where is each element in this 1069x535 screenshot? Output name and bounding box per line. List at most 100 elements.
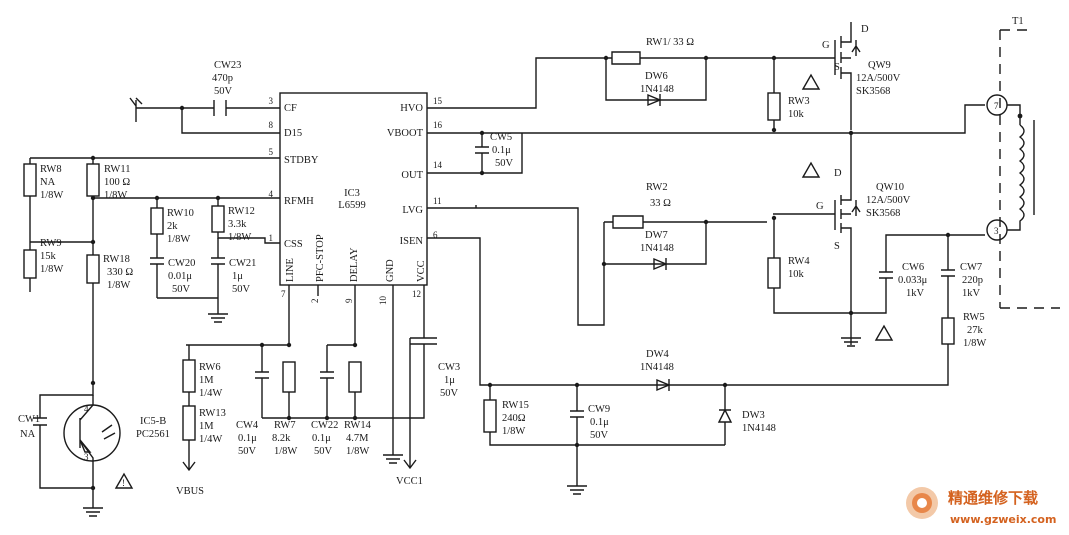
svg-text:2: 2 [310,299,320,304]
label-rw1: RW1/ 33 Ω [646,37,694,48]
ic3-pin-cf: 3 CF [269,96,298,114]
label-qw9-d: D [861,24,869,35]
svg-text:DELAY: DELAY [349,247,360,282]
label-rw9-val: 15k [40,251,57,262]
label-rw10-val: 2k [167,221,178,232]
warning-icon: ! [122,478,125,488]
svg-text:9: 9 [344,298,354,303]
label-cw20-ref: CW20 [168,258,195,269]
ic3-pin-vboot: VBOOT 16 [387,120,443,139]
t1-pin-top: 7 [994,101,999,111]
svg-text:D15: D15 [284,128,302,139]
svg-text:OUT: OUT [401,170,423,181]
svg-text:CF: CF [284,103,297,114]
ic3-pin-lvg: LVG 11 [402,196,441,216]
label-rw15-val: 240Ω [502,413,526,424]
label-cw4-val: 0.1μ [238,433,257,444]
bottom-network [182,285,437,472]
label-cw21-rating: 50V [232,284,251,295]
label-cw1-val: NA [20,429,36,440]
label-rw14-ref: RW14 [344,420,372,431]
svg-text:CSS: CSS [284,239,303,250]
label-qw9-ref: QW9 [868,60,891,71]
label-dw4-ref: DW4 [646,349,669,360]
label-qw9-rating: SK3568 [856,86,890,97]
svg-text:HVO: HVO [400,103,423,114]
label-rw11-val: 100 Ω [104,177,130,188]
label-cw5-val: 0.1μ [492,145,511,156]
label-cw3-ref: CW3 [438,362,460,373]
label-rw3-val: 10k [788,109,805,120]
label-rw13-rating: 1/4W [199,434,222,445]
svg-text:4: 4 [269,189,274,199]
label-qw10-s: S [834,241,840,252]
label-cw6-rating: 1kV [906,288,925,299]
label-rw8-rating: 1/8W [40,190,63,201]
label-dw4-val: 1N4148 [640,362,674,373]
ic3-pin-hvo: HVO 15 [400,96,442,114]
label-rw12-ref: RW12 [228,206,255,217]
label-cw22-ref: CW22 [311,420,338,431]
ic3-pin-out: OUT 14 [401,160,442,181]
label-rw18-val: 330 Ω [107,267,133,278]
label-rw10-rating: 1/8W [167,234,190,245]
label-cw9-rating: 50V [590,430,609,441]
label-qw9-s: S [834,62,840,73]
label-cw20-val: 0.01μ [168,271,192,282]
label-rw13-val: 1M [199,421,214,432]
ic3-pin-delay: DELAY 9 [344,247,360,303]
watermark-url: www.gzweix.com [950,513,1056,526]
label-rw11-ref: RW11 [104,164,130,175]
ic3-chip: IC3 L6599 3 CF 8 D15 5 STDBY 4 RFMH 1 CS… [269,92,443,305]
label-rw14-val: 4.7M [346,433,369,444]
label-rw5-val: 27k [967,325,984,336]
ic3-pin-vcc: VCC 12 [412,260,427,299]
label-dw7-val: 1N4148 [640,243,674,254]
label-rw8-ref: RW8 [40,164,62,175]
ic3-pin-rfmh: 4 RFMH [269,189,315,207]
label-dw3-ref: DW3 [742,410,765,421]
label-cw22-rating: 50V [314,446,333,457]
label-cw7-ref: CW7 [960,262,982,273]
label-cw5-ref: CW5 [490,132,512,143]
label-rw7-rating: 1/8W [274,446,297,457]
ic3-name: IC3 [344,188,360,199]
ic3-pin-pfc-stop: PFC-STOP 2 [310,234,326,303]
t1-pin-bottom: 3 [994,226,999,236]
transformer-t1: 7 3 [986,29,1060,309]
svg-text:11: 11 [433,196,442,206]
label-cw20-rating: 50V [172,284,191,295]
svg-text:15: 15 [433,96,443,106]
label-cw3-rating: 50V [440,388,459,399]
label-qw10-d: D [834,168,842,179]
label-t1: T1 [1012,16,1024,27]
label-cw3-val: 1μ [444,375,455,386]
label-cw23-rating: 50V [214,86,233,97]
svg-text:6: 6 [433,230,438,240]
label-rw18-ref: RW18 [103,254,130,265]
label-cw4-ref: CW4 [236,420,259,431]
label-rw12-val: 3.3k [228,219,247,230]
label-cw21-ref: CW21 [229,258,256,269]
label-qw9-val: 12A/500V [856,73,901,84]
label-rw5-ref: RW5 [963,312,985,323]
label-rw4-val: 10k [788,269,805,280]
label-rw7-val: 8.2k [272,433,291,444]
ic3-pin-gnd: GND 10 [378,259,396,305]
svg-text:1: 1 [269,233,274,243]
label-cw7-val: 220p [962,275,983,286]
label-qw9-g: G [822,40,830,51]
label-cw22-val: 0.1μ [312,433,331,444]
opto-pin-bottom: 3 [84,452,89,462]
label-rw18-rating: 1/8W [107,280,130,291]
svg-text:7: 7 [281,289,286,299]
label-rw13-ref: RW13 [199,408,226,419]
label-rw6-ref: RW6 [199,362,221,373]
optocoupler-section: 4 3 ! [33,380,134,517]
label-dw7-ref: DW7 [645,230,668,241]
svg-text:8: 8 [269,120,274,130]
label-rw4-ref: RW4 [788,256,810,267]
label-cw23-val: 470p [212,73,233,84]
label-rw8-val: NA [40,177,56,188]
